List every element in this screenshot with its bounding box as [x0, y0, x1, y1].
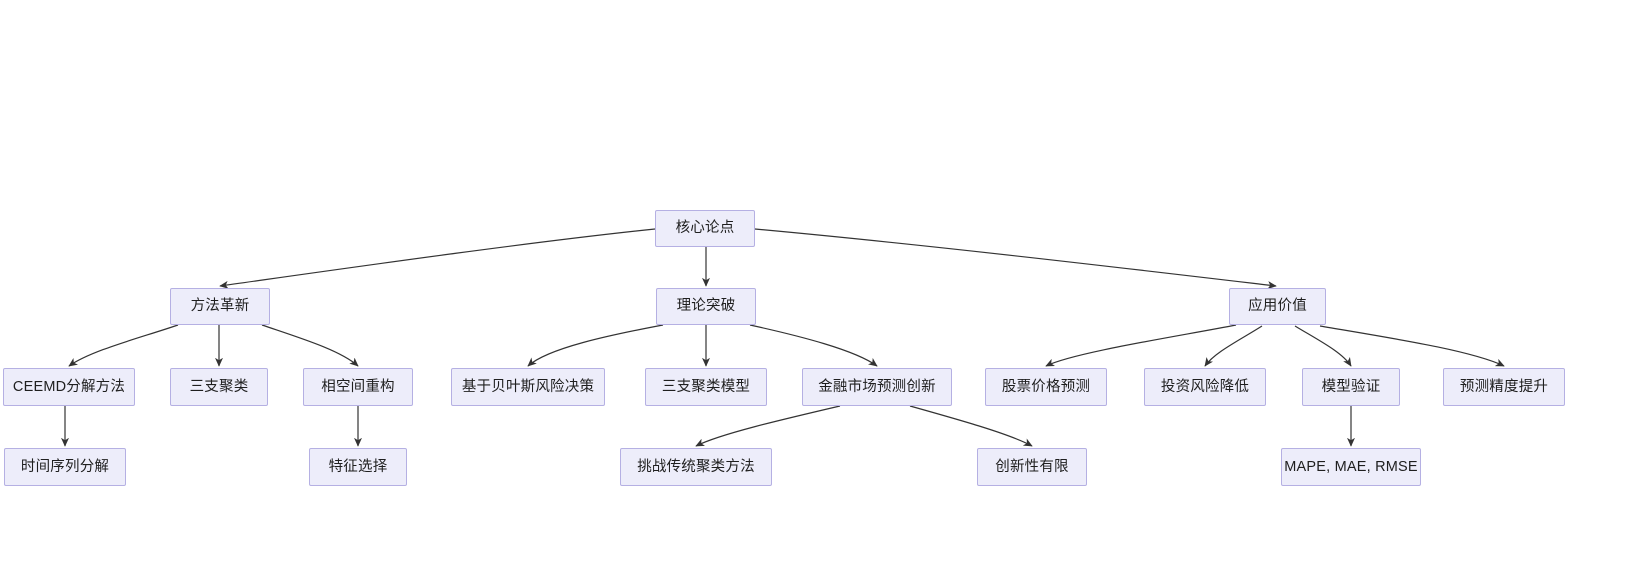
edge-theory-to-bayes — [527, 324, 664, 367]
node-method[interactable]: 方法革新 — [170, 288, 270, 325]
node-label-metrics: MAPE, MAE, RMSE — [1284, 458, 1418, 475]
node-label-tsdecomp: 时间序列分解 — [20, 458, 110, 475]
node-label-threeway: 三支聚类 — [189, 378, 249, 395]
node-validate[interactable]: 模型验证 — [1302, 368, 1400, 406]
node-theory[interactable]: 理论突破 — [656, 288, 756, 325]
node-feature[interactable]: 特征选择 — [309, 448, 407, 486]
edge-theory-to-finmarket — [749, 324, 878, 367]
node-metrics[interactable]: MAPE, MAE, RMSE — [1281, 448, 1421, 486]
node-accuracy[interactable]: 预测精度提升 — [1443, 368, 1565, 406]
edge-application-to-validate — [1294, 325, 1352, 367]
node-twmodel[interactable]: 三支聚类模型 — [645, 368, 767, 406]
edge-finmarket-to-limited — [909, 405, 1033, 447]
node-label-ceemd: CEEMD分解方法 — [12, 378, 126, 395]
edge-method-to-phase — [261, 324, 359, 367]
edge-method-to-ceemd — [68, 324, 179, 367]
node-phase[interactable]: 相空间重构 — [303, 368, 413, 406]
node-label-phase: 相空间重构 — [321, 378, 395, 395]
edges-group — [61, 228, 1505, 447]
node-label-stock: 股票价格预测 — [1001, 378, 1091, 395]
node-label-accuracy: 预测精度提升 — [1459, 378, 1549, 395]
node-finmarket[interactable]: 金融市场预测创新 — [802, 368, 952, 406]
node-core[interactable]: 核心论点 — [655, 210, 755, 247]
node-label-bayes: 基于贝叶斯风险决策 — [461, 378, 595, 395]
node-label-twmodel: 三支聚类模型 — [661, 378, 751, 395]
edge-finmarket-to-challenge — [695, 405, 841, 447]
node-label-limited: 创新性有限 — [995, 458, 1069, 475]
node-label-feature: 特征选择 — [328, 458, 388, 475]
node-label-finmarket: 金融市场预测创新 — [818, 378, 936, 395]
node-label-theory: 理论突破 — [676, 298, 736, 315]
node-tsdecomp[interactable]: 时间序列分解 — [4, 448, 126, 486]
node-label-risk: 投资风险降低 — [1160, 378, 1250, 395]
edge-application-to-risk — [1204, 325, 1263, 367]
edge-core-to-application — [754, 228, 1277, 290]
node-label-validate: 模型验证 — [1321, 378, 1381, 395]
node-challenge[interactable]: 挑战传统聚类方法 — [620, 448, 772, 486]
node-label-application: 应用价值 — [1248, 298, 1307, 315]
edge-application-to-stock — [1045, 324, 1237, 367]
node-limited[interactable]: 创新性有限 — [977, 448, 1087, 486]
node-label-core: 核心论点 — [675, 220, 735, 237]
node-threeway[interactable]: 三支聚类 — [170, 368, 268, 406]
edge-application-to-accuracy — [1319, 325, 1505, 367]
node-label-method: 方法革新 — [190, 298, 250, 315]
edge-core-to-method — [219, 228, 656, 289]
node-label-challenge: 挑战传统聚类方法 — [637, 458, 755, 475]
node-bayes[interactable]: 基于贝叶斯风险决策 — [451, 368, 605, 406]
node-stock[interactable]: 股票价格预测 — [985, 368, 1107, 406]
node-application[interactable]: 应用价值 — [1229, 288, 1326, 325]
node-ceemd[interactable]: CEEMD分解方法 — [3, 368, 135, 406]
node-risk[interactable]: 投资风险降低 — [1144, 368, 1266, 406]
